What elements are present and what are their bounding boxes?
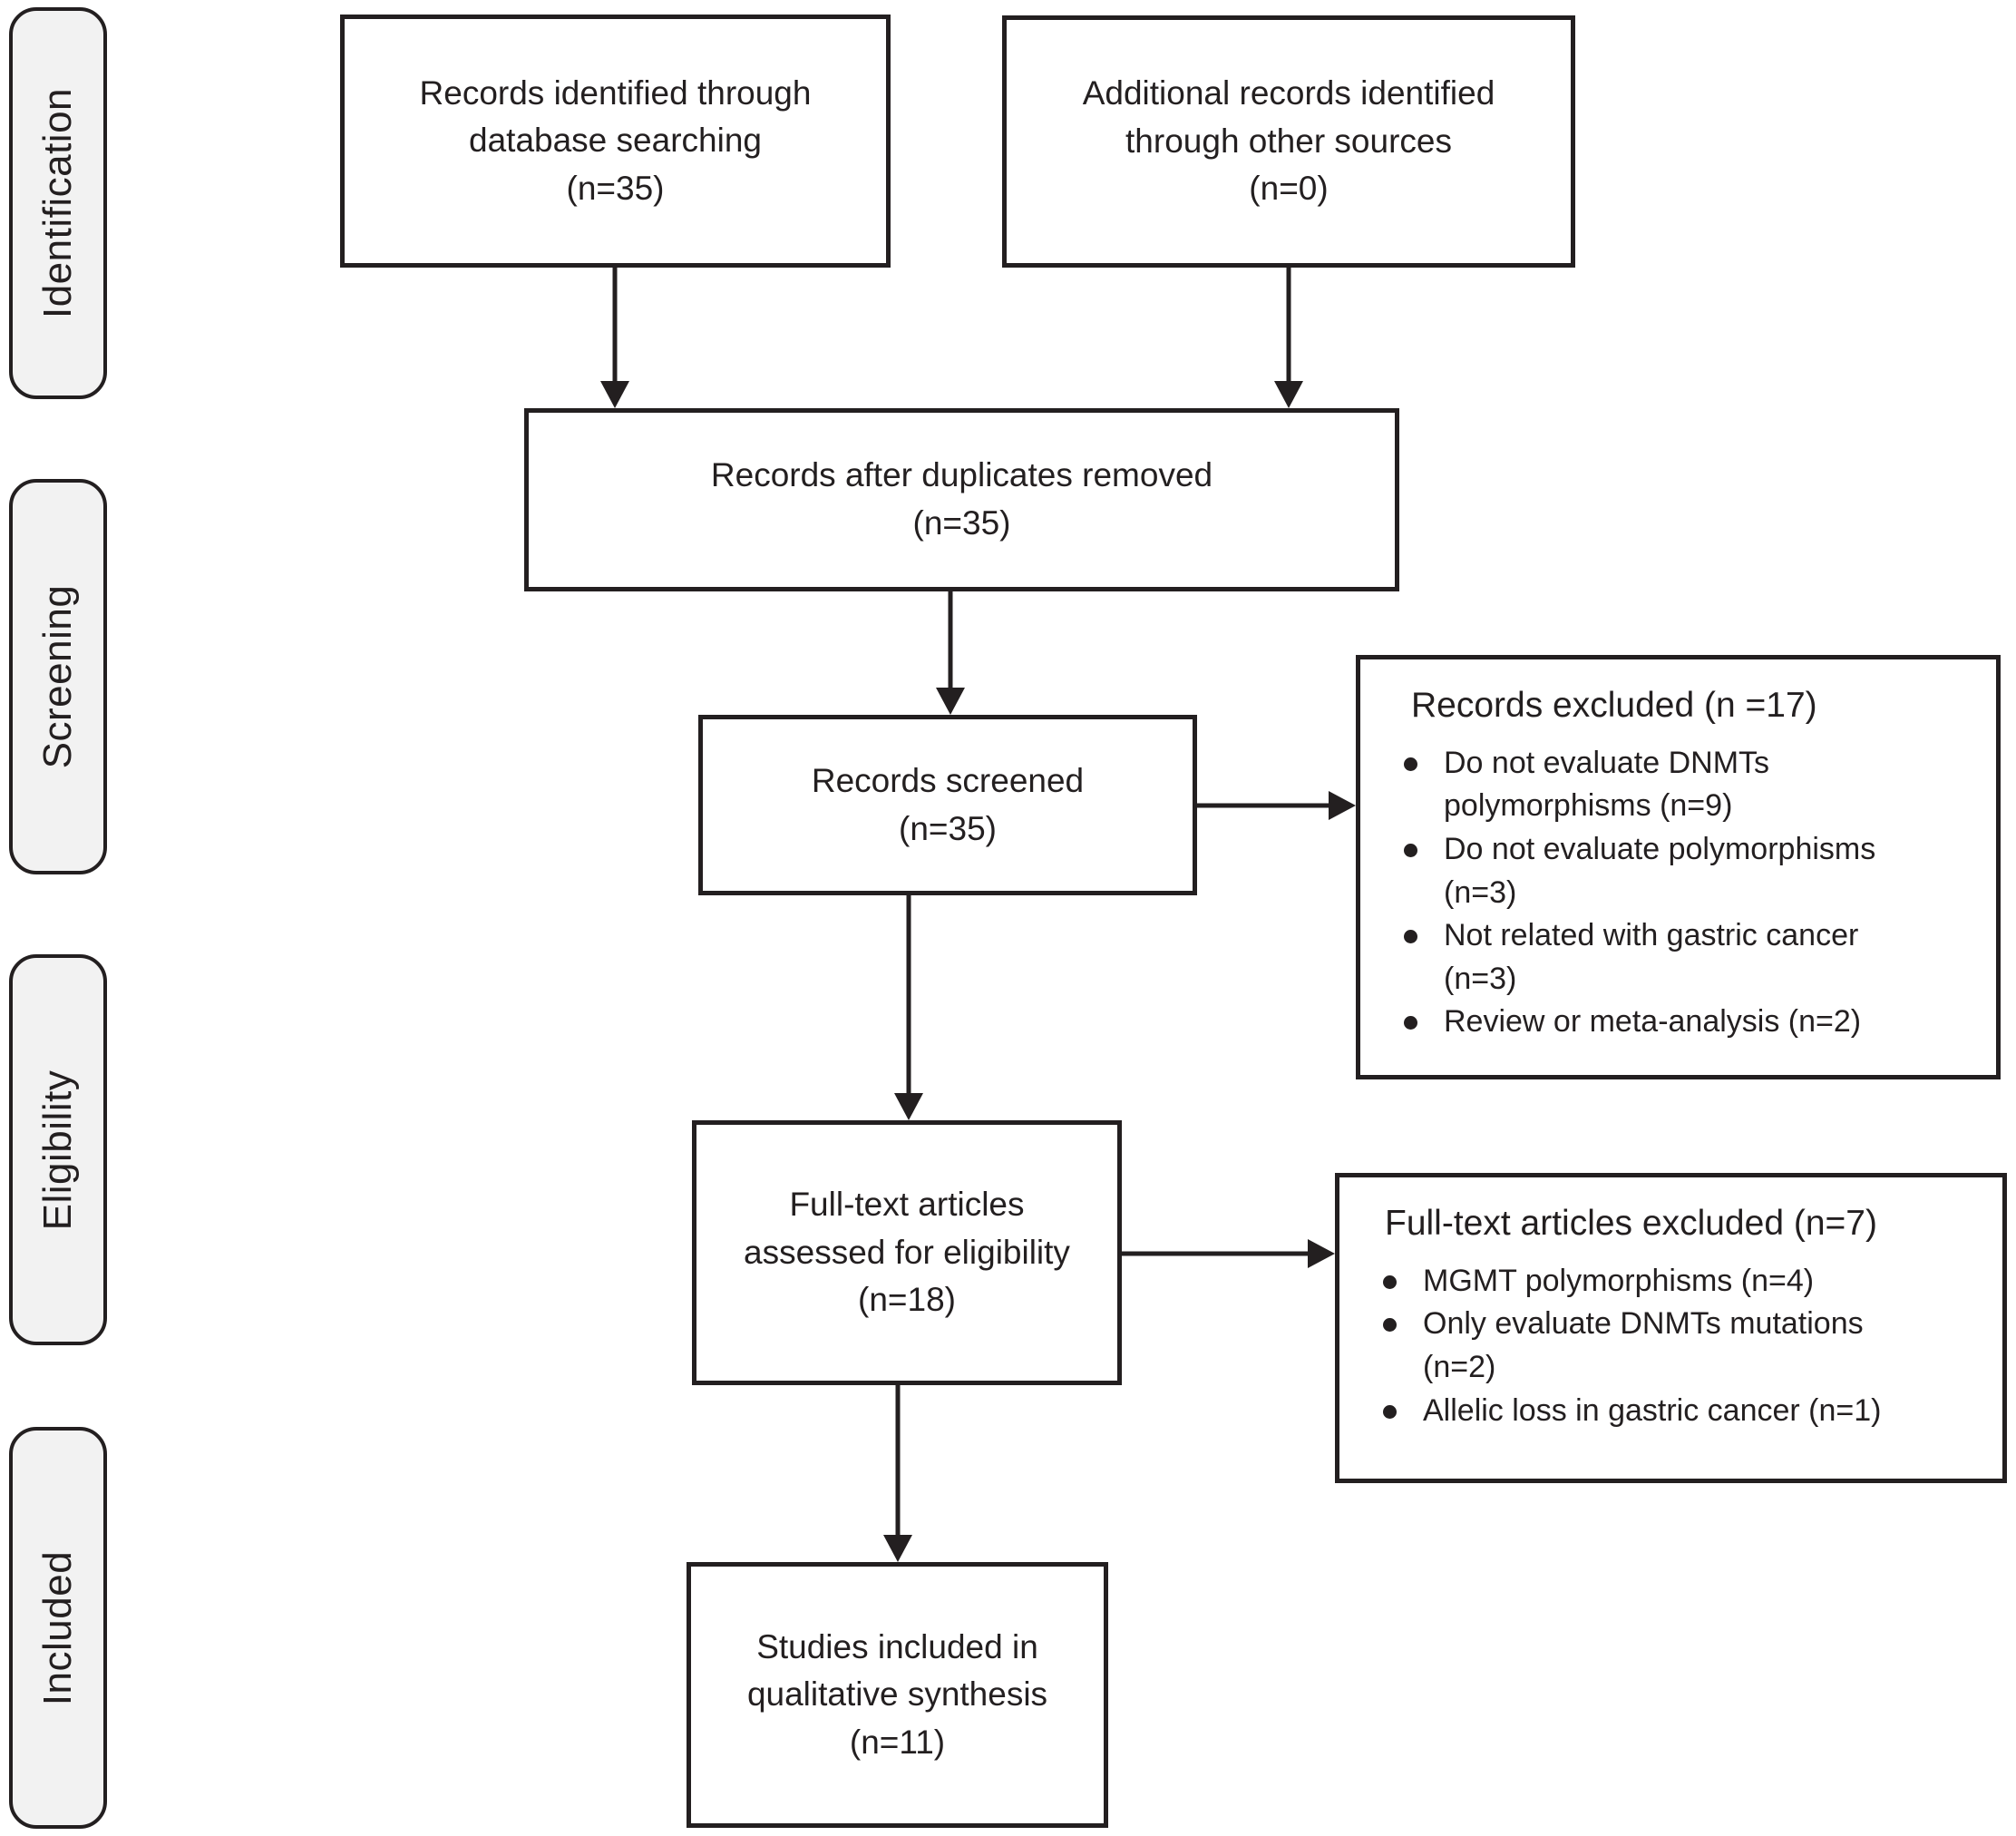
- box-records-after-duplicates-text: Records after duplicates removed (n=35): [710, 456, 1213, 542]
- fulltext-excluded-list: MGMT polymorphisms (n=4)Only evaluate DN…: [1365, 1260, 1977, 1432]
- box-fulltext-assessed-text: Full-text articles assessed for eligibil…: [744, 1186, 1070, 1319]
- arrowhead-eligibility-to-fulltext-excluded: [1308, 1239, 1335, 1268]
- box-additional-records-other-sources: Additional records identified through ot…: [1002, 15, 1575, 268]
- records-excluded-list: Do not evaluate DNMTs polymorphisms (n=9…: [1386, 742, 1971, 1044]
- box-records-excluded: Records excluded (n =17) Do not evaluate…: [1356, 655, 2001, 1079]
- stage-tab-included: Included: [9, 1427, 107, 1829]
- stage-tab-screening: Screening: [9, 479, 107, 874]
- arrowhead-screened-to-excluded: [1329, 791, 1356, 820]
- excluded-reason-item: MGMT polymorphisms (n=4): [1365, 1260, 1977, 1304]
- stage-label-eligibility: Eligibility: [35, 1069, 80, 1230]
- excluded-reason-item: Review or meta-analysis (n=2): [1386, 1001, 1971, 1044]
- stage-tab-eligibility: Eligibility: [9, 954, 107, 1345]
- records-excluded-title: Records excluded (n =17): [1411, 686, 1817, 725]
- box-studies-included: Studies included in qualitative synthesi…: [687, 1562, 1108, 1828]
- box-additional-records-other-sources-text: Additional records identified through ot…: [1082, 74, 1495, 208]
- fulltext-excluded-title: Full-text articles excluded (n=7): [1385, 1204, 1877, 1243]
- stage-label-identification: Identification: [35, 87, 80, 319]
- box-records-after-duplicates: Records after duplicates removed (n=35): [524, 408, 1399, 591]
- excluded-reason-item: Do not evaluate DNMTs polymorphisms (n=9…: [1386, 742, 1971, 828]
- box-records-screened: Records screened (n=35): [698, 715, 1197, 895]
- stage-label-screening: Screening: [35, 584, 80, 769]
- arrowhead-db-search-to-duplicates: [600, 381, 629, 408]
- excluded-reason-item: Not related with gastric cancer (n=3): [1386, 914, 1971, 1001]
- box-records-screened-text: Records screened (n=35): [811, 761, 1085, 847]
- excluded-reason-item: Allelic loss in gastric cancer (n=1): [1365, 1390, 1977, 1433]
- arrowhead-screened-to-eligibility: [894, 1093, 923, 1120]
- arrowhead-eligibility-to-included: [883, 1535, 912, 1562]
- excluded-reason-item: Only evaluate DNMTs mutations (n=2): [1365, 1303, 1977, 1389]
- stage-tab-identification: Identification: [9, 7, 107, 399]
- arrowhead-other-sources-to-duplicates: [1274, 381, 1303, 408]
- box-fulltext-excluded: Full-text articles excluded (n=7) MGMT p…: [1335, 1173, 2007, 1483]
- box-records-identified-database: Records identified through database sear…: [340, 15, 891, 268]
- box-fulltext-assessed: Full-text articles assessed for eligibil…: [692, 1120, 1122, 1385]
- excluded-reason-item: Do not evaluate polymorphisms (n=3): [1386, 828, 1971, 914]
- arrowhead-duplicates-to-screened: [936, 688, 965, 715]
- box-records-identified-database-text: Records identified through database sear…: [419, 73, 812, 207]
- box-studies-included-text: Studies included in qualitative synthesi…: [746, 1627, 1048, 1761]
- stage-label-included: Included: [35, 1550, 80, 1705]
